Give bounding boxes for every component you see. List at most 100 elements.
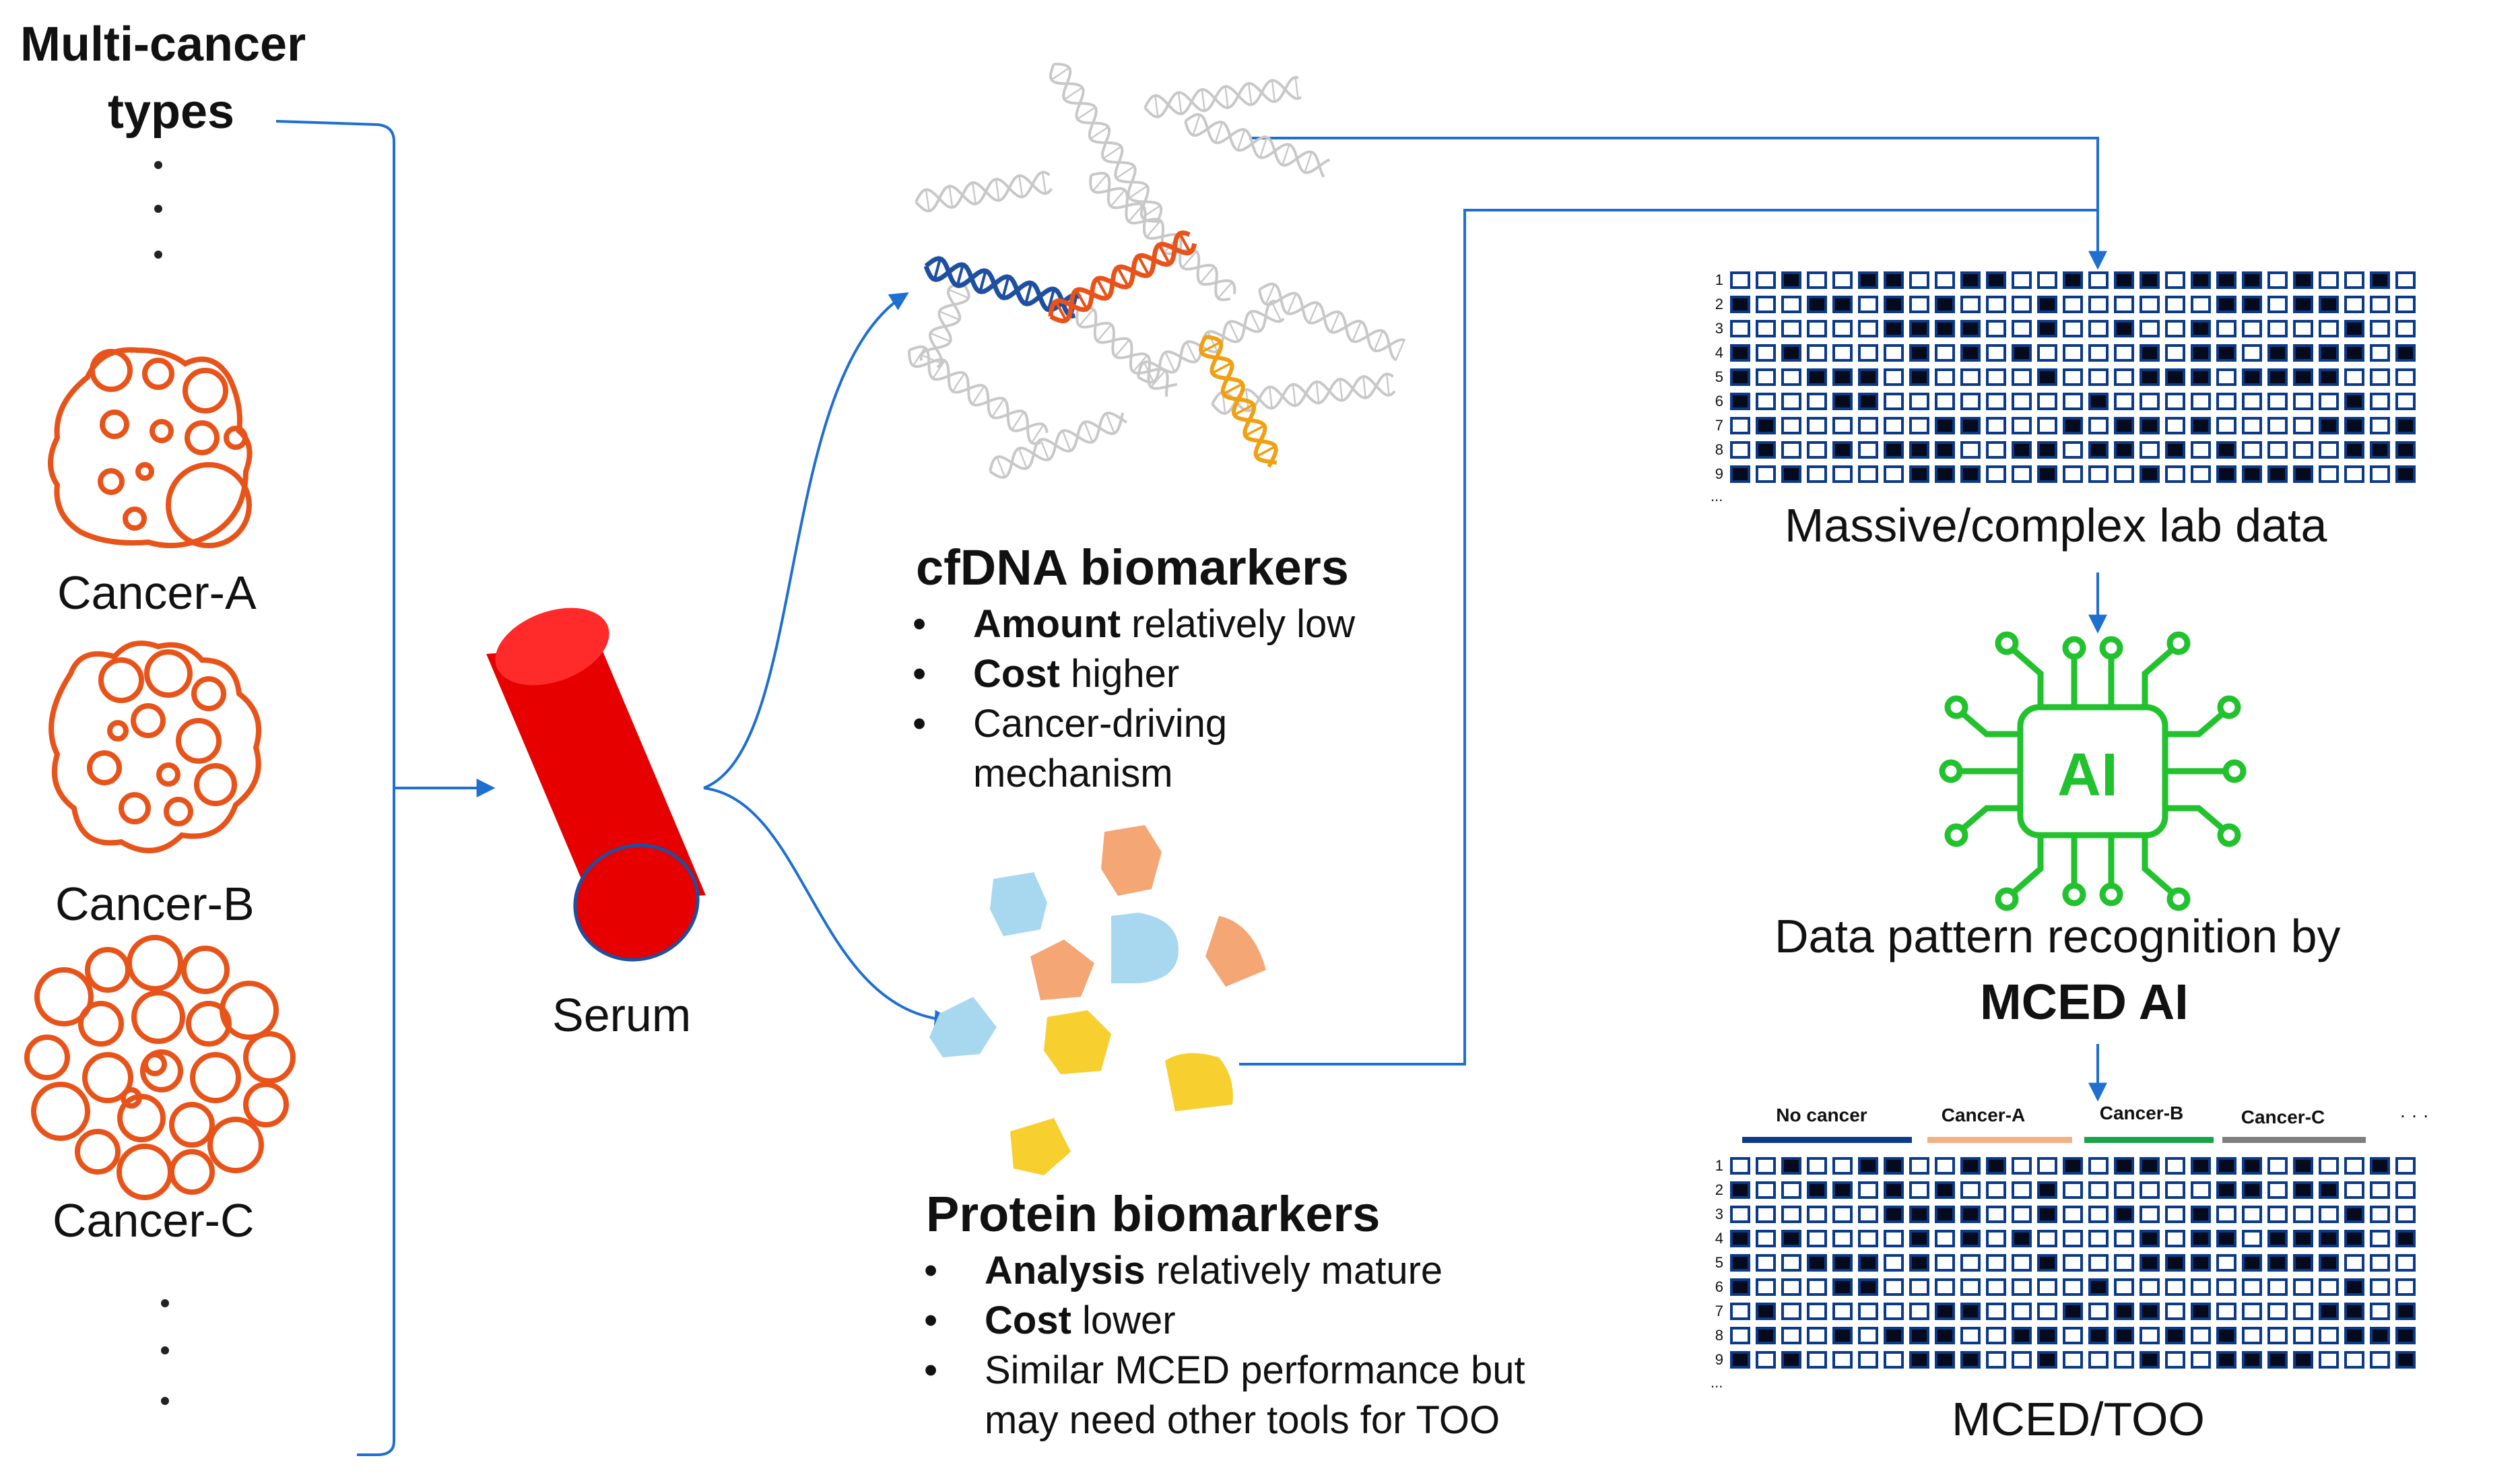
dna-rung: [925, 189, 930, 211]
row-number: 3: [1715, 1206, 1723, 1222]
row-number: 6: [1715, 393, 1723, 409]
row-number: 1: [1715, 271, 1723, 288]
dna-rung: [1158, 244, 1171, 265]
cancer-a-cell-icon: [48, 347, 253, 548]
grid-cell: [2191, 271, 2211, 289]
grid-cell: [1858, 1254, 1878, 1272]
grid-cell: [1807, 465, 1827, 483]
grid-cell: [1730, 1157, 1750, 1175]
row-number: 5: [1715, 368, 1723, 385]
dna-rung: [1385, 373, 1390, 396]
grid-cell: [2037, 1254, 2057, 1272]
grid-cell: [2012, 393, 2032, 410]
grid-cell: [1986, 320, 2006, 337]
grid-row: 1: [1700, 268, 2421, 292]
grid-cell: [2165, 1327, 2185, 1344]
grid-cell: [2319, 465, 2339, 483]
grid-cell: [1960, 1278, 1981, 1296]
grid-cell: [2088, 417, 2109, 434]
grid-cell: [1986, 1351, 2006, 1369]
grid-cell: [2370, 296, 2390, 313]
grid-cell: [2242, 1327, 2262, 1344]
dna-rung: [948, 288, 969, 299]
grid-cell: [2063, 271, 2083, 289]
grid-cell: [1960, 1157, 1981, 1175]
grid-cell: [2267, 344, 2288, 362]
grid-cell: [1756, 1303, 1776, 1320]
title-line1: Multi-cancer: [20, 18, 306, 71]
grid-cell: [1884, 1327, 1904, 1344]
dna-rung: [1051, 67, 1070, 81]
grid-cell: [1807, 1303, 1827, 1320]
grid-cell: [2216, 271, 2236, 289]
grid-cell: [1960, 271, 1981, 289]
grid-cell: [1909, 1327, 1929, 1344]
row-number: 1: [1715, 1157, 1723, 1174]
grid-cell: [1986, 368, 2006, 386]
grid-cell: [2395, 465, 2416, 483]
grid-row: 5: [1700, 365, 2421, 389]
grid-cell: [1960, 1351, 1981, 1369]
dna-rung: [1255, 445, 1276, 458]
grid-cell: [2165, 417, 2185, 434]
grid-cell: [1884, 417, 1904, 434]
dna-rung: [1269, 387, 1273, 409]
grid-cell: [2216, 441, 2236, 459]
ai-chip-icon: [1939, 631, 2247, 911]
grid-cell: [2037, 1157, 2057, 1175]
dna-rung: [1132, 354, 1148, 372]
grid-cell: [1960, 1206, 1981, 1223]
grid-cell: [2088, 344, 2109, 362]
grid-cell: [1832, 271, 1853, 289]
grid-cell: [1909, 441, 1929, 459]
grid-cell: [2267, 1230, 2288, 1247]
dna-rung: [1090, 126, 1109, 140]
dna-rung: [912, 347, 926, 366]
grid-cell: [2165, 465, 2185, 483]
grid-cell: [2293, 344, 2313, 362]
grid-cell: [2037, 1351, 2057, 1369]
dna-rung: [933, 258, 942, 280]
grid-cell: [1730, 271, 1750, 289]
grid-row: 1: [1700, 1154, 2421, 1178]
dna-strand: [915, 174, 1053, 209]
row-number: 8: [1715, 441, 1723, 458]
grid-cell: [2395, 441, 2416, 459]
grid-cell: [1909, 1303, 1929, 1320]
serum-arrows: [703, 292, 954, 1029]
grid-cell: [1807, 368, 1827, 386]
grid-row: 8: [1700, 438, 2421, 462]
row-number: 8: [1715, 1327, 1723, 1344]
grid-cell: [1884, 296, 1904, 313]
grid-row: 3: [1700, 1202, 2421, 1226]
grid-cell: [2216, 417, 2236, 434]
grid-cell: [1858, 1351, 1878, 1369]
grid-cell: [1807, 441, 1827, 459]
grid-cell: [2293, 1206, 2313, 1223]
grid-cell: [1909, 320, 1929, 337]
grid-cell: [1832, 417, 1853, 434]
grid-cell: [2037, 1181, 2057, 1199]
grid-cell: [2037, 368, 2057, 386]
dna-rung: [1249, 311, 1261, 332]
grid-cell: [2140, 320, 2160, 337]
grid-cell: [1909, 368, 1929, 386]
grid-cell: [2191, 1230, 2211, 1247]
row-number: 4: [1715, 344, 1723, 361]
grid-cell: [2267, 1206, 2288, 1223]
grid-cell: [2344, 1206, 2364, 1223]
grid-cell: [1756, 1254, 1776, 1272]
dna-rung: [1247, 83, 1253, 105]
grid-cell: [2267, 1157, 2288, 1175]
grid-cell: [2140, 344, 2160, 362]
dna-rung: [1177, 92, 1183, 114]
ai-chip-label: AI: [2057, 742, 2118, 809]
grid-cell: [2267, 296, 2288, 313]
dna-strand: [1089, 174, 1236, 294]
protein-title: Protein biomarkers: [926, 1186, 1381, 1242]
grid-cell: [2370, 1157, 2390, 1175]
grid-cell: [1781, 465, 1801, 483]
grid-cell: [2012, 296, 2032, 313]
grid-cell: [1884, 320, 1904, 337]
